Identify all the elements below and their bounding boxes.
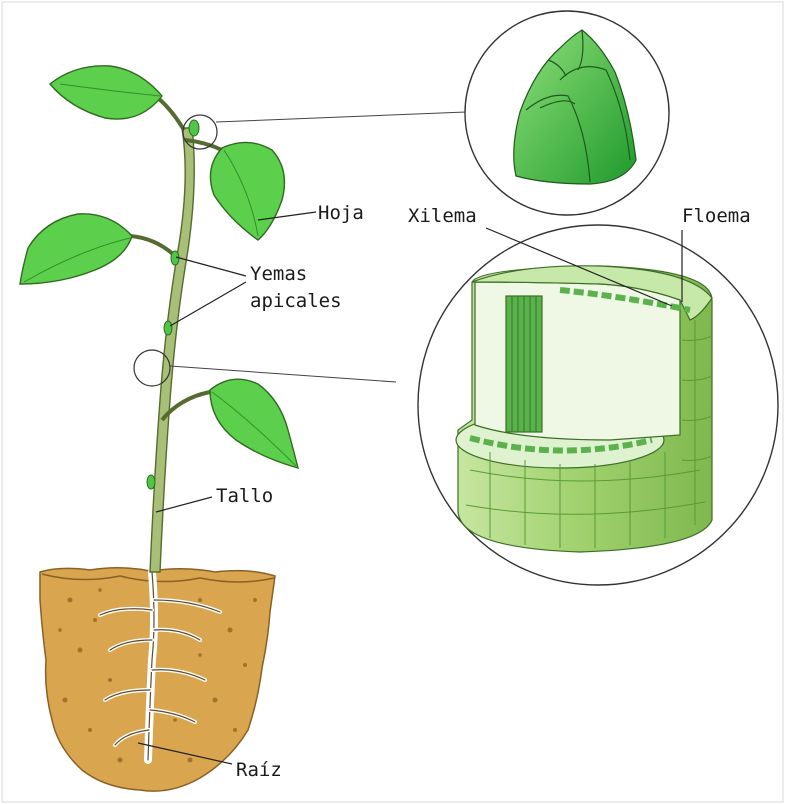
label-xilema: Xilema [408, 205, 477, 227]
leader-yemas-a [176, 257, 246, 276]
label-floema: Floema [682, 205, 751, 227]
stem-cross-section [456, 266, 712, 552]
label-raiz: Raíz [236, 759, 282, 781]
label-hoja: Hoja [318, 202, 364, 224]
label-tallo: Tallo [216, 485, 273, 507]
stem [130, 98, 222, 572]
leaf-top-left [50, 66, 162, 119]
label-yemas-line1: Yemas [250, 263, 307, 285]
connector-top [216, 112, 466, 122]
connector-bottom [170, 366, 396, 382]
leaf-right-upper [210, 142, 284, 240]
leaf-left-middle [20, 214, 132, 284]
label-yemas-line2: apicales [250, 290, 342, 312]
leader-tallo [156, 497, 212, 512]
